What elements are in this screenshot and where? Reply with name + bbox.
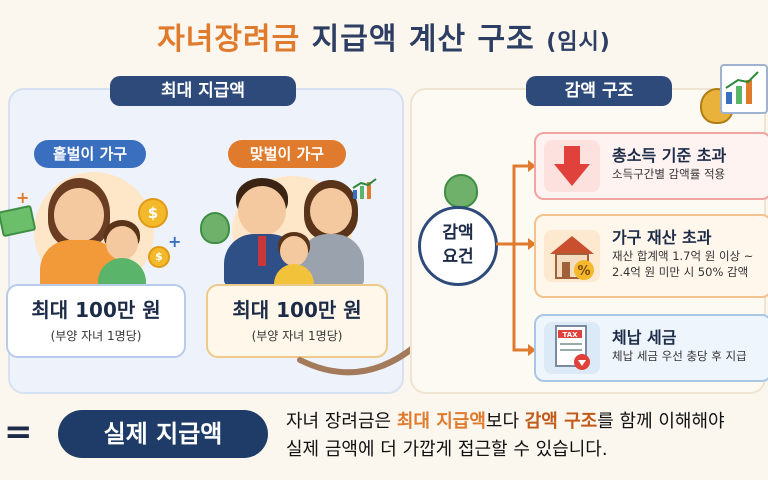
card-income-desc: 소득구간별 감액률 적용 xyxy=(612,167,726,181)
card-tax-title: 체납 세금 xyxy=(612,328,677,347)
requirement-line-2: 요건 xyxy=(442,247,474,267)
card-asset-desc-line-2: 2.4억 원 미만 시 50% 감액 xyxy=(612,265,749,279)
child-figure-dual xyxy=(270,232,318,288)
title-part-2: 지급액 계산 구조 xyxy=(311,22,535,57)
house-percent-icon: % xyxy=(544,230,600,282)
dual-income-pill: 맞벌이 가구 xyxy=(228,140,346,168)
chart-screen-icon xyxy=(720,64,768,114)
coin-icon: $ xyxy=(148,246,170,268)
down-arrow-icon xyxy=(544,140,600,192)
growth-chart-icon xyxy=(352,178,378,200)
card-asset-desc-line-1: 재산 합계액 1.7억 원 이상 ~ xyxy=(612,249,754,263)
branch-connector-icon xyxy=(496,160,536,356)
card-income-title: 총소득 기준 초과 xyxy=(612,146,727,165)
sparkle-icon: + xyxy=(16,188,30,207)
summary-text-part: 를 함께 이해해야 xyxy=(597,411,725,432)
single-amount-box: 최대 100만 원 (부양 자녀 1명당) xyxy=(6,284,186,358)
summary-line-2: 실제 금액에 더 가깝게 접근할 수 있습니다. xyxy=(286,439,608,460)
dual-amount-box: 최대 100만 원 (부양 자녀 1명당) xyxy=(206,284,388,358)
money-bag-icon xyxy=(444,174,478,208)
max-payment-tab: 최대 지급액 xyxy=(110,76,296,106)
money-bag-icon xyxy=(200,212,230,244)
summary-line-1: 자녀 장려금은 최대 지급액보다 감액 구조를 함께 이해해야 xyxy=(286,408,725,436)
requirement-line-1: 감액 xyxy=(442,223,474,243)
sparkle-icon: + xyxy=(168,232,182,251)
title-part-3: (임시) xyxy=(546,30,611,55)
dual-amount-note: (부양 자녀 1명당) xyxy=(251,329,343,343)
title-part-1: 자녀장려금 xyxy=(157,22,301,57)
card-tax-desc: 체납 세금 우선 충당 후 지급 xyxy=(612,349,747,363)
svg-text:TAX: TAX xyxy=(562,331,578,339)
summary-text-part: 보다 xyxy=(485,411,525,432)
page-title: 자녀장려금 지급액 계산 구조 (임시) xyxy=(0,14,768,58)
card-asset-title: 가구 재산 초과 xyxy=(612,228,712,247)
single-income-pill: 홑벌이 가구 xyxy=(34,140,146,168)
dual-amount: 최대 100만 원 xyxy=(232,298,362,322)
summary-text: 자녀 장려금은 최대 지급액보다 감액 구조를 함께 이해해야 실제 금액에 더… xyxy=(286,408,725,464)
coin-icon: $ xyxy=(138,198,168,228)
svg-text:%: % xyxy=(577,264,590,279)
highlight-reduction: 감액 구조 xyxy=(524,411,598,432)
single-amount: 최대 100만 원 xyxy=(31,298,161,322)
actual-payment-pill: 실제 지급액 xyxy=(58,410,268,458)
reduction-tab: 감액 구조 xyxy=(526,76,672,106)
card-tax-arrears: TAX 체납 세금 체납 세금 우선 충당 후 지급 xyxy=(534,314,768,382)
highlight-max-payment: 최대 지급액 xyxy=(396,411,486,432)
single-amount-note: (부양 자녀 1명당) xyxy=(50,329,142,343)
card-asset-excess: % 가구 재산 초과 재산 합계액 1.7억 원 이상 ~ 2.4억 원 미만 … xyxy=(534,214,768,298)
card-asset-desc: 재산 합계액 1.7억 원 이상 ~ 2.4억 원 미만 시 50% 감액 xyxy=(612,248,753,280)
tax-document-icon: TAX xyxy=(544,322,600,374)
summary-text-part: 자녀 장려금은 xyxy=(286,411,397,432)
equals-sign: = xyxy=(4,412,33,452)
summary-strip: = 실제 지급액 자녀 장려금은 최대 지급액보다 감액 구조를 함께 이해해야… xyxy=(0,398,768,480)
child-figure-single xyxy=(92,220,152,290)
card-income-excess: 총소득 기준 초과 소득구간별 감액률 적용 xyxy=(534,132,768,200)
reduction-requirement-circle: 감액 요건 xyxy=(418,206,498,286)
